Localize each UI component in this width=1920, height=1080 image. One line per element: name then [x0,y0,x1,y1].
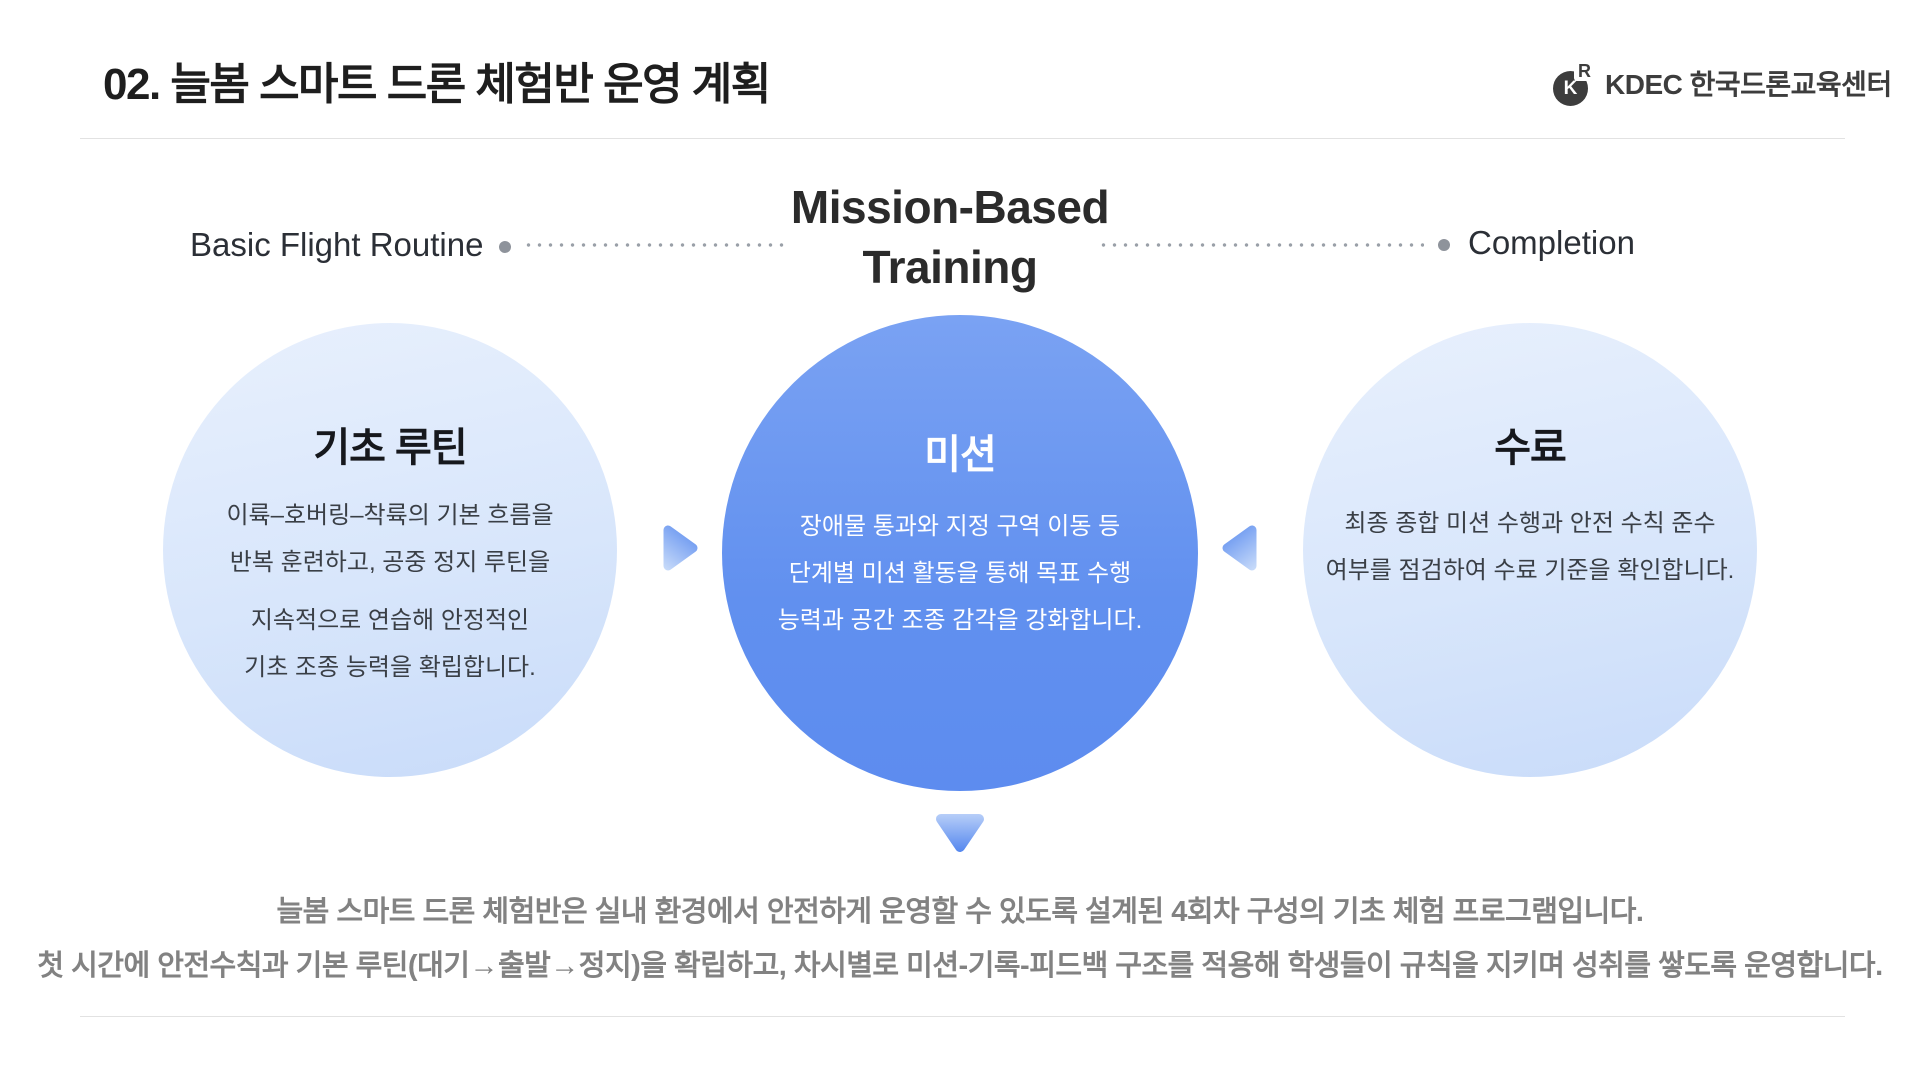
footer-summary-line1: 늘봄 스마트 드론 체험반은 실내 환경에서 안전하게 운영할 수 있도록 설계… [276,896,1644,928]
flow-label-completion: Completion [1468,224,1635,261]
page-title: 02. 늘봄 스마트 드론 체험반 운영 계획 [103,60,771,109]
mission-label-line2: Training [862,240,1038,293]
paragraph: 지속적으로 연습해 안정적인 기초 조종 능력을 확립합니다. [226,597,553,691]
circle-basic-routine: 기초 루틴 이륙–호버링–착륙의 기본 흐름을 반복 훈련하고, 공중 정지 루… [163,323,617,777]
logo-name: KDEC 한국드론교육센터 [1605,69,1892,100]
arrow-right-icon [659,520,701,581]
body-line: 장애물 통과와 지정 구역 이동 등 [799,513,1121,540]
header-divider [80,138,1845,139]
circle-completion: 수료 최종 종합 미션 수행과 안전 수칙 준수 여부를 점검하여 수료 기준을… [1303,323,1757,777]
circle-mission-body: 장애물 통과와 지정 구역 이동 등 단계별 미션 활동을 통해 목표 수행 능… [778,503,1143,644]
body-line: 최종 종합 미션 수행과 안전 수칙 준수 [1344,510,1716,537]
circle-completion-body: 최종 종합 미션 수행과 안전 수칙 준수 여부를 점검하여 수료 기준을 확인… [1326,500,1735,594]
kdec-logo: K R KDEC 한국드론교육센터 [1553,60,1892,106]
body-line: 이륙–호버링–착륙의 기본 흐름을 [226,502,554,529]
circle-basic-title: 기초 루틴 [313,426,467,470]
circle-basic-body: 이륙–호버링–착륙의 기본 흐름을 반복 훈련하고, 공중 정지 루틴을 지속적… [226,492,553,691]
body-line: 단계별 미션 활동을 통해 목표 수행 [788,560,1132,588]
dotted-connector-right [1098,243,1424,247]
flow-dot-right [1438,239,1450,251]
dotted-connector-left [523,243,785,247]
flow-label-basic-flight-routine: Basic Flight Routine [190,226,484,263]
kdec-logo-icon: K R [1553,60,1595,106]
circle-mission: 미션 장애물 통과와 지정 구역 이동 등 단계별 미션 활동을 통해 목표 수… [722,315,1198,791]
body-line: 능력과 공간 조종 감각을 강화합니다. [777,607,1143,635]
paragraph: 이륙–호버링–착륙의 기본 흐름을 반복 훈련하고, 공중 정지 루틴을 [226,492,553,586]
body-line: 여부를 점검하여 수료 기준을 확인합니다. [1325,557,1735,585]
flow-dot-left [499,241,511,253]
circle-completion-title: 수료 [1494,426,1567,470]
mission-label-line1: Mission-Based [790,181,1110,233]
flow-label-mission-based-training: Mission-Based Training [700,178,1200,298]
logo-letter-k: K [1563,78,1578,99]
logo-letter-r: R [1574,60,1595,81]
body-line: 지속적으로 연습해 안정적인 [250,607,530,635]
circle-mission-title: 미션 [924,433,997,477]
arrow-left-icon [1219,520,1261,581]
body-line: 반복 훈련하고, 공중 정지 루틴을 [229,549,551,577]
body-line: 기초 조종 능력을 확립합니다. [244,654,536,682]
arrow-down-icon [930,810,990,863]
footer-summary-line2: 첫 시간에 안전수칙과 기본 루틴(대기→출발→정지)을 확립하고, 차시별로 … [37,950,1883,982]
footer-divider [80,1016,1845,1017]
